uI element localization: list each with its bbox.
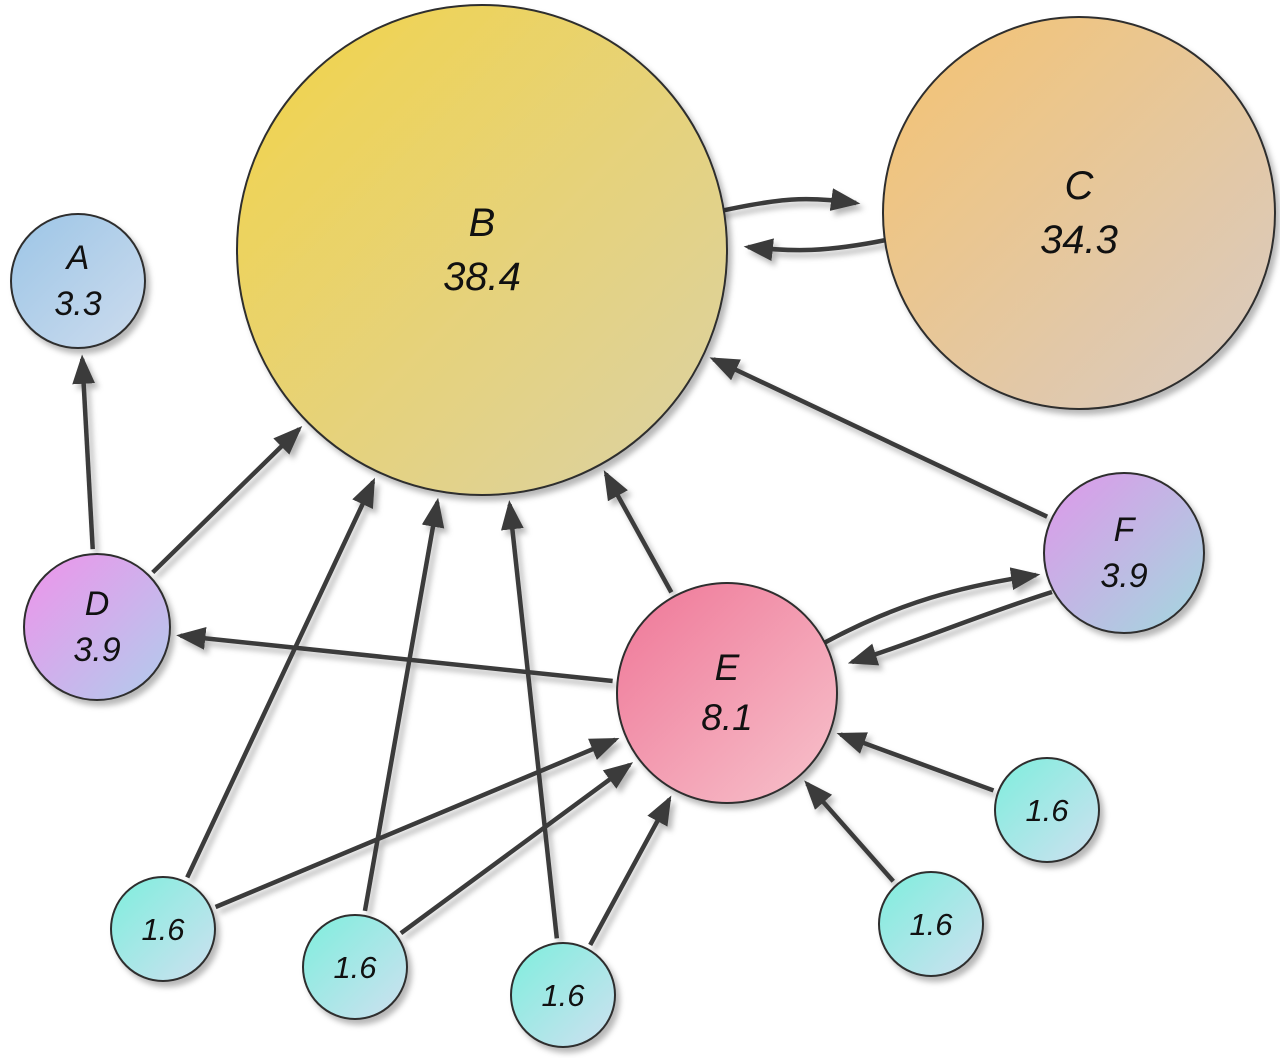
node-value-p5: 1.6 — [1025, 793, 1069, 828]
edge-p4-E-arrow — [804, 780, 895, 883]
node-label-D: D — [85, 585, 110, 623]
node-A: A 3.3 — [10, 213, 146, 349]
node-label-B: B — [469, 201, 496, 245]
node-p1: 1.6 — [110, 876, 216, 982]
node-p3: 1.6 — [510, 942, 616, 1048]
edge-p1-B-arrow — [185, 477, 376, 879]
node-circle-E — [616, 582, 838, 804]
edge-p5-E-arrow — [836, 732, 995, 793]
edge-C-B-arrow — [743, 237, 887, 262]
node-circle-B — [236, 4, 728, 496]
edge-D-A-arrow — [72, 354, 96, 550]
node-value-B: 38.4 — [443, 255, 521, 299]
node-circle-p3 — [510, 942, 616, 1048]
node-label-F: F — [1114, 511, 1137, 549]
edge-p3-E-arrow — [588, 795, 672, 946]
edge-F-B-arrow — [709, 357, 1049, 519]
edges-layer — [72, 188, 1053, 946]
node-B: B 38.4 — [236, 4, 728, 496]
edge-p2-E-arrow — [399, 762, 634, 936]
edge-E-D-arrow — [176, 626, 613, 684]
node-label-E: E — [715, 647, 741, 688]
node-p5: 1.6 — [994, 757, 1100, 863]
node-circle-p1 — [110, 876, 216, 982]
node-value-p4: 1.6 — [909, 907, 953, 942]
edge-F-E-arrow — [847, 589, 1053, 666]
node-circle-p5 — [994, 757, 1100, 863]
node-D: D 3.9 — [23, 553, 171, 701]
node-value-F: 3.9 — [1100, 557, 1147, 595]
edge-E-F-arrow — [822, 567, 1041, 645]
node-label-A: A — [65, 239, 90, 277]
edge-p1-E-arrow — [214, 737, 620, 910]
node-circle-C — [882, 16, 1276, 410]
edge-p2-B-arrow — [362, 497, 445, 912]
edge-E-B-arrow — [603, 470, 674, 594]
node-circle-A — [10, 213, 146, 349]
edge-B-C-arrow — [715, 188, 861, 215]
node-E: E 8.1 — [616, 582, 838, 804]
node-value-A: 3.3 — [54, 285, 101, 323]
node-value-p1: 1.6 — [141, 912, 185, 947]
node-label-C: C — [1065, 164, 1095, 208]
node-value-p2: 1.6 — [333, 950, 377, 985]
node-p2: 1.6 — [302, 914, 408, 1020]
node-value-E: 8.1 — [701, 697, 752, 738]
node-circle-F — [1043, 472, 1205, 634]
node-value-C: 34.3 — [1040, 218, 1118, 262]
node-value-D: 3.9 — [73, 631, 120, 669]
node-p4: 1.6 — [878, 871, 984, 977]
node-F: F 3.9 — [1043, 472, 1205, 634]
node-value-p3: 1.6 — [541, 978, 585, 1013]
edge-D-B-arrow — [151, 426, 303, 575]
node-circle-p2 — [302, 914, 408, 1020]
node-C: C 34.3 — [882, 16, 1276, 410]
node-circle-p4 — [878, 871, 984, 977]
edge-p3-B-arrow — [501, 500, 560, 939]
node-circle-D — [23, 553, 171, 701]
